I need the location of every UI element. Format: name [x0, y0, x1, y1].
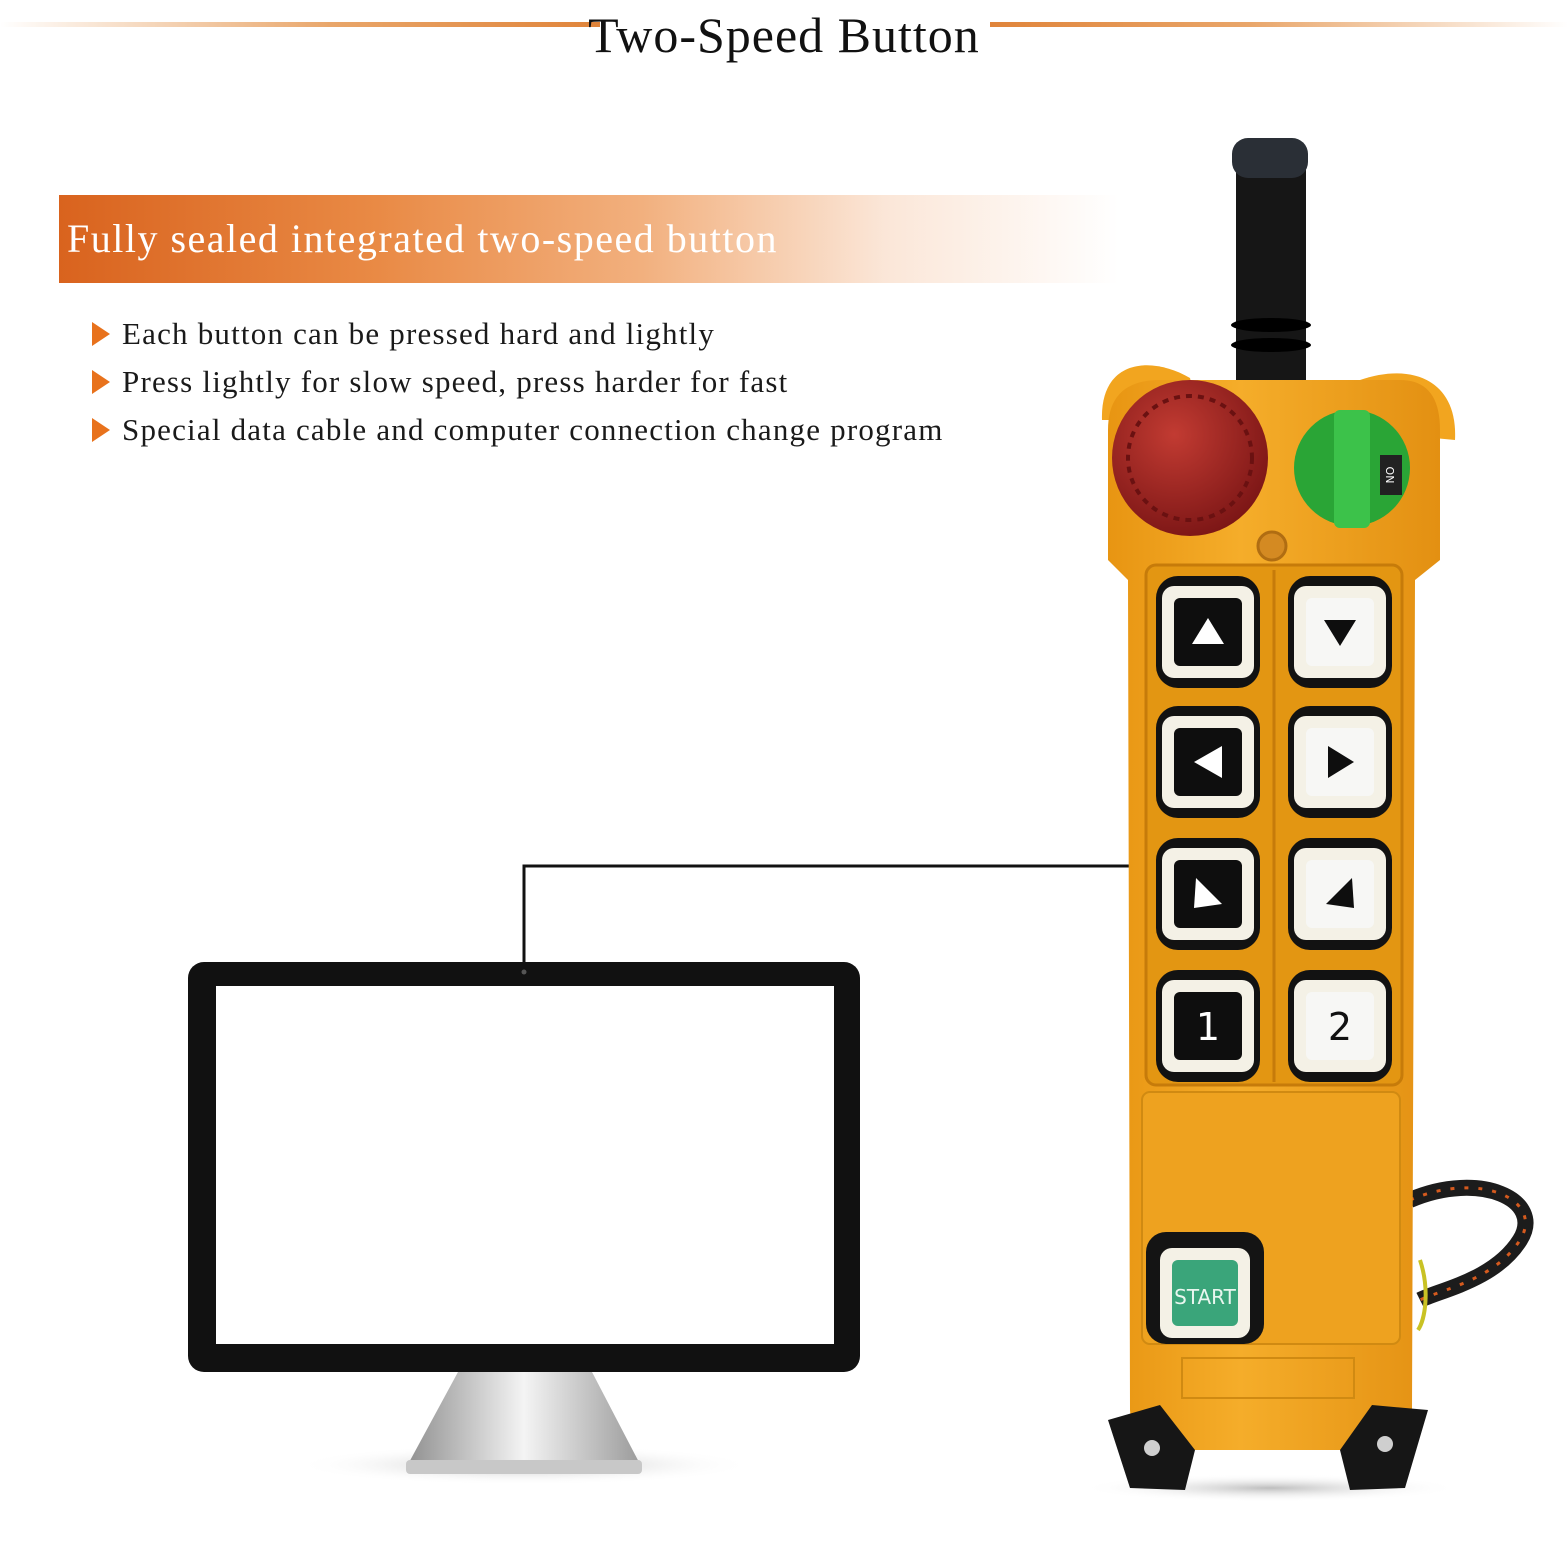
monitor-stand-base: [406, 1460, 642, 1474]
antenna: [1236, 150, 1306, 410]
arrow-up-icon: [1192, 618, 1224, 644]
feature-list: Each button can be pressed hard and ligh…: [92, 310, 944, 454]
list-item: Each button can be pressed hard and ligh…: [92, 310, 944, 358]
button-face: [1306, 992, 1374, 1060]
arrow-diagonal-left-icon: [1194, 878, 1222, 908]
banner-text: Fully sealed integrated two-speed button: [67, 216, 778, 261]
button-label: 1: [1196, 1005, 1220, 1049]
title-rule-left: [0, 22, 600, 27]
remote-button[interactable]: 1: [1156, 970, 1260, 1082]
bullet-triangle-icon: [92, 418, 110, 442]
page-title: Two-Speed Button: [588, 7, 980, 63]
antenna-tip: [1232, 138, 1308, 178]
arrow-down-icon: [1324, 620, 1356, 646]
arrow-left-icon: [1194, 746, 1222, 778]
feature-text: Press lightly for slow speed, press hard…: [122, 364, 789, 399]
button-face: [1174, 992, 1242, 1060]
status-led: [1256, 530, 1288, 562]
remote-button[interactable]: [1288, 706, 1392, 818]
computer-monitor: [188, 962, 860, 1485]
feature-banner: Fully sealed integrated two-speed button: [59, 195, 1119, 283]
monitor-camera: [521, 969, 527, 975]
remote-button[interactable]: [1156, 838, 1260, 950]
remote-button[interactable]: [1156, 706, 1260, 818]
title-rule-right: [990, 22, 1568, 27]
start-button-label: START: [1174, 1285, 1236, 1309]
remote-button[interactable]: 2: [1288, 970, 1392, 1082]
list-item: Press lightly for slow speed, press hard…: [92, 358, 944, 406]
data-cable-line: [522, 864, 1134, 966]
switch-label: ON: [1383, 467, 1396, 484]
remote-button[interactable]: [1288, 838, 1392, 950]
arrow-right-icon: [1328, 746, 1354, 778]
button-label: 2: [1328, 1005, 1352, 1049]
remote-button[interactable]: [1288, 576, 1392, 688]
bullet-triangle-icon: [92, 370, 110, 394]
remote-button[interactable]: [1156, 576, 1260, 688]
emergency-stop-button: [1112, 380, 1268, 536]
bullet-triangle-icon: [92, 322, 110, 346]
feature-text: Special data cable and computer connecti…: [122, 412, 944, 447]
list-item: Special data cable and computer connecti…: [92, 406, 944, 454]
monitor-screen: [216, 986, 834, 1344]
side-cable: [1406, 1179, 1534, 1308]
arrow-diagonal-right-icon: [1326, 878, 1354, 908]
feature-text: Each button can be pressed hard and ligh…: [122, 316, 716, 351]
monitor-stand: [406, 1372, 642, 1468]
